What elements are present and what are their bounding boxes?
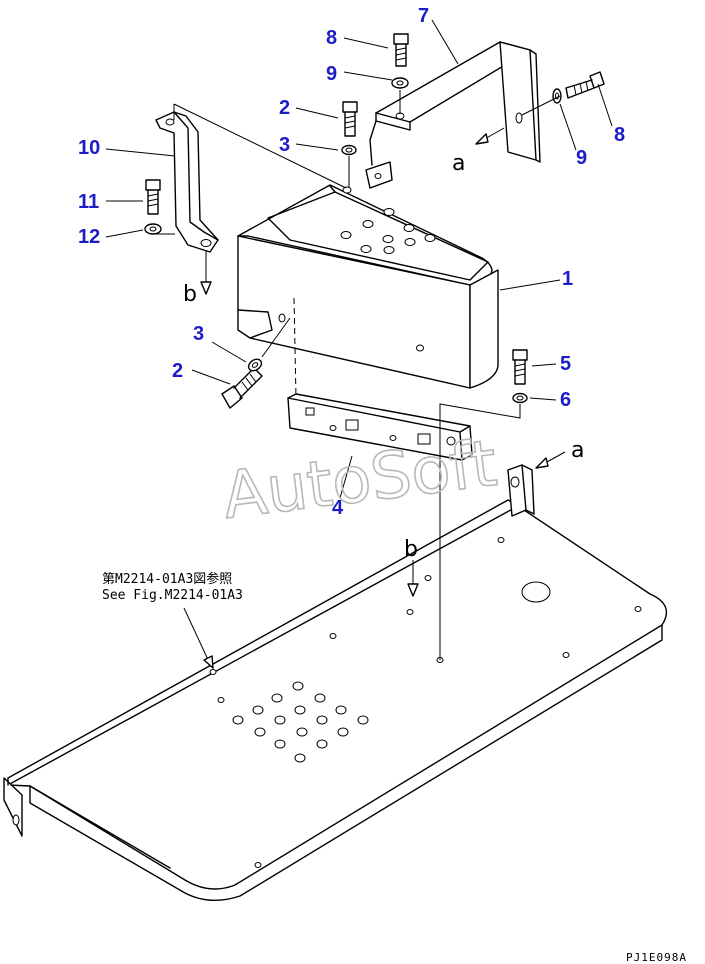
ref-b-center: b: [404, 537, 418, 562]
washer-9-right: [552, 88, 562, 104]
callout-6: 6: [560, 389, 571, 411]
watermark: AutoSoft: [219, 427, 501, 534]
see-fig-note-en: See Fig.M2214-01A3: [102, 588, 243, 603]
see-fig-note-jp: 第M2214-01A3図参照: [102, 571, 232, 587]
plate-hole-grid: [232, 681, 369, 763]
callout-2-front: 2: [172, 360, 183, 382]
callout-7: 7: [418, 5, 429, 27]
washer-3-front: [247, 358, 263, 372]
callout-8-top: 8: [326, 27, 337, 49]
callout-8-right: 8: [614, 124, 625, 146]
bracket-7: [365, 41, 541, 189]
callout-5: 5: [560, 353, 571, 375]
drawing-code: PJ1E098A: [626, 951, 687, 964]
bolt-5: [512, 349, 528, 385]
tool-box: [237, 184, 499, 389]
washer-3-top: [341, 144, 357, 156]
bracket-10: [155, 111, 219, 253]
bolt-8-top: [393, 33, 409, 67]
bolt-8-right: [565, 71, 605, 99]
callout-9-right: 9: [576, 147, 587, 169]
washer-12: [144, 223, 162, 235]
bolt-2-front: [221, 367, 263, 409]
ref-b-left: b: [183, 282, 197, 307]
step-plate: [3, 464, 668, 901]
washer-6: [512, 392, 528, 404]
assembly-lines: [105, 19, 613, 669]
bolt-11: [145, 179, 161, 215]
callout-4: 4: [332, 497, 344, 519]
callout-12: 12: [78, 226, 100, 248]
washer-9-top: [391, 77, 409, 89]
bolt-2-top: [342, 101, 358, 137]
callout-9-top: 9: [326, 63, 337, 85]
callout-1: 1: [562, 268, 573, 290]
callout-3-front: 3: [193, 323, 204, 345]
callout-11: 11: [78, 191, 99, 213]
ref-a-right: a: [571, 438, 584, 463]
callout-3-top: 3: [279, 134, 290, 156]
ref-a-top: a: [452, 151, 465, 176]
callout-2-top: 2: [279, 97, 290, 119]
callout-10: 10: [78, 137, 100, 159]
guard-plate-4: [287, 393, 473, 461]
